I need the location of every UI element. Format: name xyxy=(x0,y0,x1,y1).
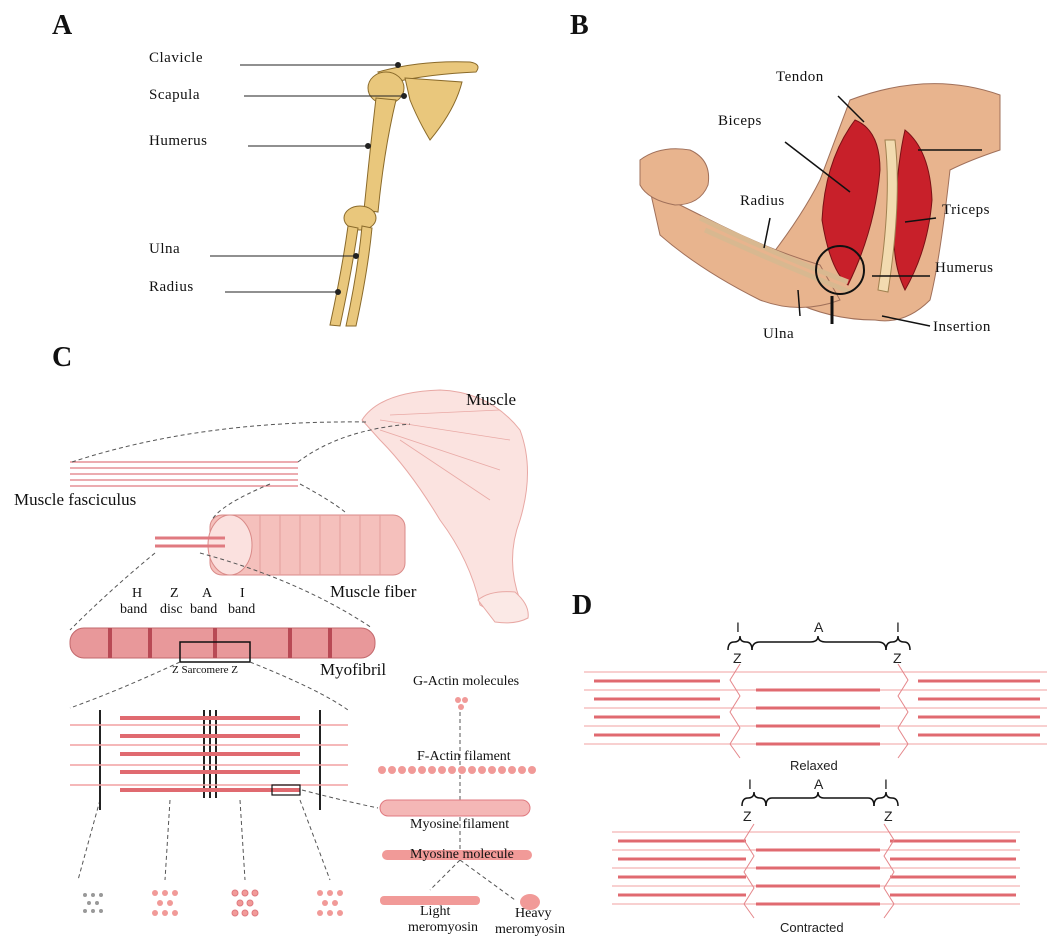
relaxed-i-right: I xyxy=(896,619,900,635)
contracted-braces xyxy=(742,792,898,806)
contracted-z-right: Z xyxy=(884,808,893,824)
relaxed-caption: Relaxed xyxy=(790,758,838,773)
contracted-i-left: I xyxy=(748,776,752,792)
contracted-caption: Contracted xyxy=(780,920,844,935)
contracted-sarcomere xyxy=(612,824,1020,918)
relaxed-sarcomere xyxy=(584,664,1047,758)
relaxed-z-left: Z xyxy=(733,650,742,666)
relaxed-braces xyxy=(728,636,910,650)
relaxed-a: A xyxy=(814,619,823,635)
relaxed-i-left: I xyxy=(736,619,740,635)
contracted-i-right: I xyxy=(884,776,888,792)
relaxed-z-right: Z xyxy=(893,650,902,666)
contracted-z-left: Z xyxy=(743,808,752,824)
contracted-a: A xyxy=(814,776,823,792)
